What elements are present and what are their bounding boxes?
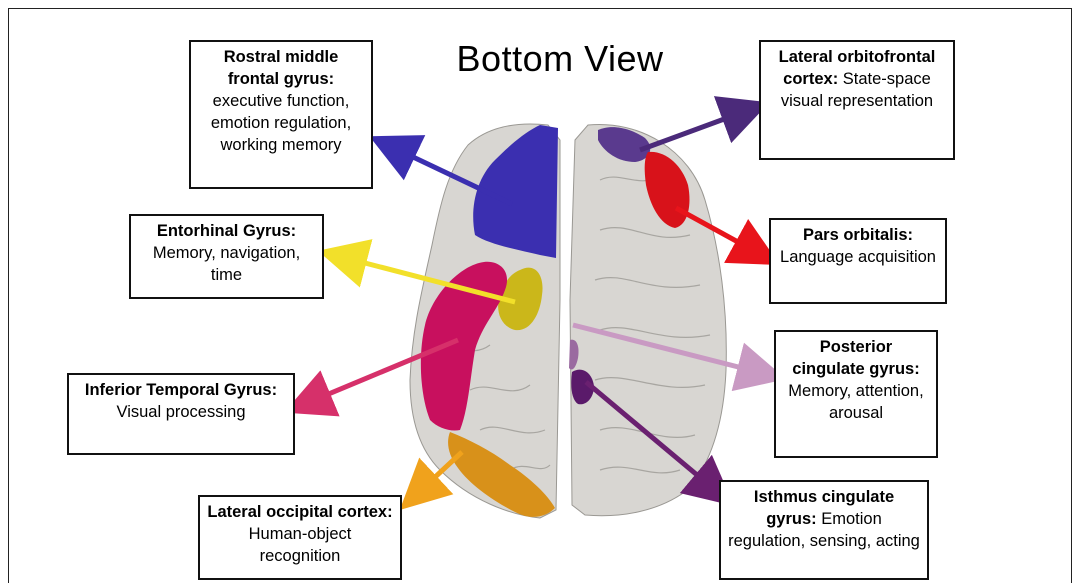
lateral-occipital-name: Lateral occipital cortex bbox=[207, 503, 387, 521]
lateral-orbitofrontal-label: Lateral orbitofrontal cortex: State-spac… bbox=[759, 40, 955, 160]
lateral-occipital-desc: Human-object recognition bbox=[249, 525, 352, 565]
isthmus-cingulate-label: Isthmus cingulate gyrus: Emotion regulat… bbox=[719, 480, 929, 580]
lateral-occipital-label: Lateral occipital cortex: Human-object r… bbox=[198, 495, 402, 580]
entorhinal-label: Entorhinal Gyrus: Memory, navigation, ti… bbox=[129, 214, 324, 299]
lateral-orbitofrontal-arrow bbox=[640, 111, 746, 150]
inferior-temporal-label: Inferior Temporal Gyrus: Visual processi… bbox=[67, 373, 295, 455]
posterior-cingulate-desc: Memory, attention, arousal bbox=[788, 382, 923, 422]
entorhinal-name: Entorhinal Gyrus bbox=[157, 222, 291, 240]
rostral-desc: executive function, emotion regulation, … bbox=[211, 92, 351, 154]
inferior-temporal-desc: Visual processing bbox=[116, 403, 245, 421]
pars-orbitalis-name: Pars orbitalis bbox=[803, 226, 908, 244]
pars-orbitalis-desc: Language acquisition bbox=[780, 248, 936, 266]
posterior-cingulate-name: Posterior cingulate gyrus bbox=[792, 338, 914, 378]
isthmus-cingulate-desc: Emotion regulation, sensing, acting bbox=[728, 510, 920, 550]
inferior-temporal-name: Inferior Temporal Gyrus bbox=[85, 381, 272, 399]
entorhinal-desc: Memory, navigation, time bbox=[153, 244, 300, 284]
posterior-cingulate-label: Posterior cingulate gyrus: Memory, atten… bbox=[774, 330, 938, 458]
pars-orbitalis-label: Pars orbitalis: Language acquisition bbox=[769, 218, 947, 304]
rostral-name: Rostral middle frontal gyrus bbox=[224, 48, 339, 88]
rostral-middle-frontal-label: Rostral middle frontal gyrus: executive … bbox=[189, 40, 373, 189]
